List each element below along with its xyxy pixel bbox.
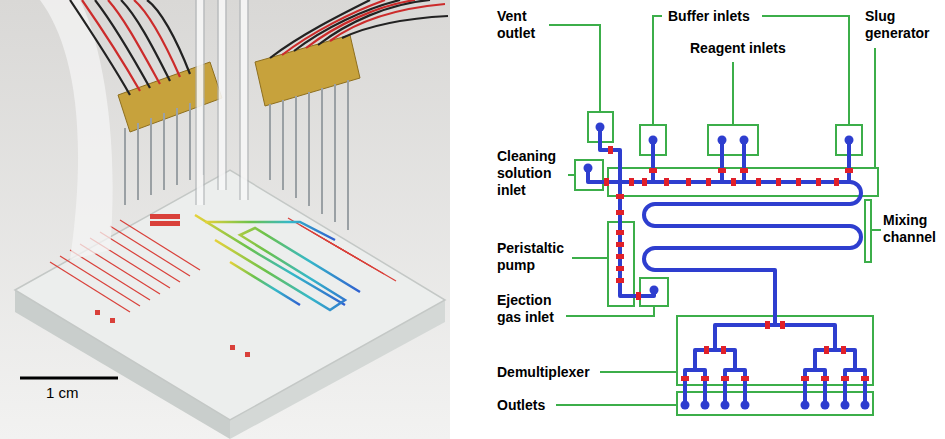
dyed-channel	[195, 215, 360, 310]
ribbon-wires	[70, 0, 448, 95]
part-label: Vent outlet	[497, 8, 552, 42]
ports	[584, 123, 870, 410]
part-label: Reagent inlets	[690, 40, 786, 57]
part-label: Buffer inlets	[668, 8, 750, 25]
microchannels	[588, 127, 865, 405]
part-label: Mixing channel	[883, 212, 941, 246]
scale-label: 1 cm	[46, 384, 79, 401]
fluid-tube-edges	[196, 0, 248, 205]
blurred-tube	[40, 0, 113, 260]
fluid-tubes	[200, 0, 244, 205]
part-label: Demultiplexer	[497, 364, 590, 381]
gold-connector	[118, 62, 222, 132]
leader-lines	[549, 16, 881, 405]
part-label: Cleaning solution inlet	[497, 148, 565, 199]
part-label: Slug generator	[865, 8, 941, 42]
region-boxes	[575, 112, 878, 415]
valves	[604, 146, 869, 381]
spring-pins	[125, 80, 348, 230]
part-label: Ejection gas inlet	[497, 292, 565, 326]
scale-bar	[20, 377, 118, 380]
part-label: Outlets	[497, 397, 545, 414]
photo-ground	[0, 0, 450, 439]
part-label: Peristaltic pump	[497, 240, 571, 274]
